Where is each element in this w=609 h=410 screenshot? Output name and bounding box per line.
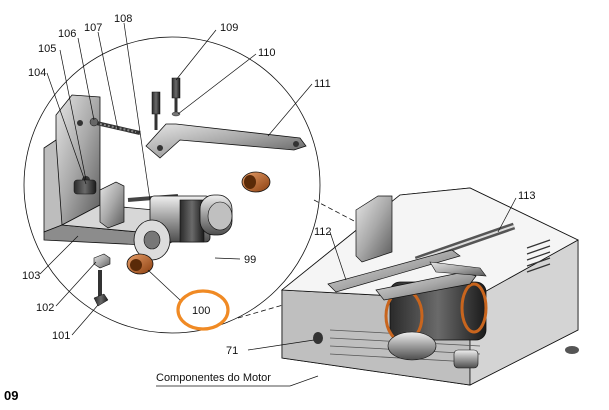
callout-104: 104	[28, 67, 47, 79]
hinge-block	[73, 179, 125, 229]
screw-and-nut	[93, 253, 111, 307]
callout-112: 112	[314, 226, 332, 238]
callout-102: 102	[36, 302, 55, 314]
highlight-ring-100	[176, 289, 230, 331]
callout-103: 103	[22, 270, 41, 282]
bushing-bottom	[126, 253, 154, 275]
callout-99: 99	[244, 254, 257, 266]
shaft-113	[414, 222, 516, 264]
callout-107: 107	[84, 22, 103, 34]
callout-101: 101	[52, 330, 71, 342]
lever-arm	[145, 123, 307, 159]
callout-105: 105	[38, 43, 57, 55]
leader-lines	[39, 22, 517, 387]
motor-drum	[384, 281, 488, 369]
callout-100: 100	[192, 305, 211, 317]
callout-111: 111	[314, 78, 331, 90]
callout-113: 113	[518, 190, 536, 202]
callout-108: 108	[114, 13, 133, 25]
spring-rod	[89, 117, 141, 135]
page-number: 09	[4, 388, 19, 403]
dash-connector-top	[313, 199, 357, 223]
caption-motor-components: Componentes do Motor	[156, 372, 271, 384]
callout-109: 109	[220, 22, 239, 34]
callout-110: 110	[258, 47, 276, 59]
dash-connector-bottom	[237, 299, 301, 319]
callout-106: 106	[58, 28, 77, 40]
pulley-assembly	[133, 194, 233, 261]
bar-112	[327, 249, 461, 293]
bolts	[151, 77, 181, 130]
machine-bracket	[355, 195, 393, 263]
detail-circle	[23, 36, 321, 334]
bushing-top	[241, 171, 271, 193]
linkage-arm	[375, 261, 487, 301]
callout-71: 71	[226, 345, 239, 357]
